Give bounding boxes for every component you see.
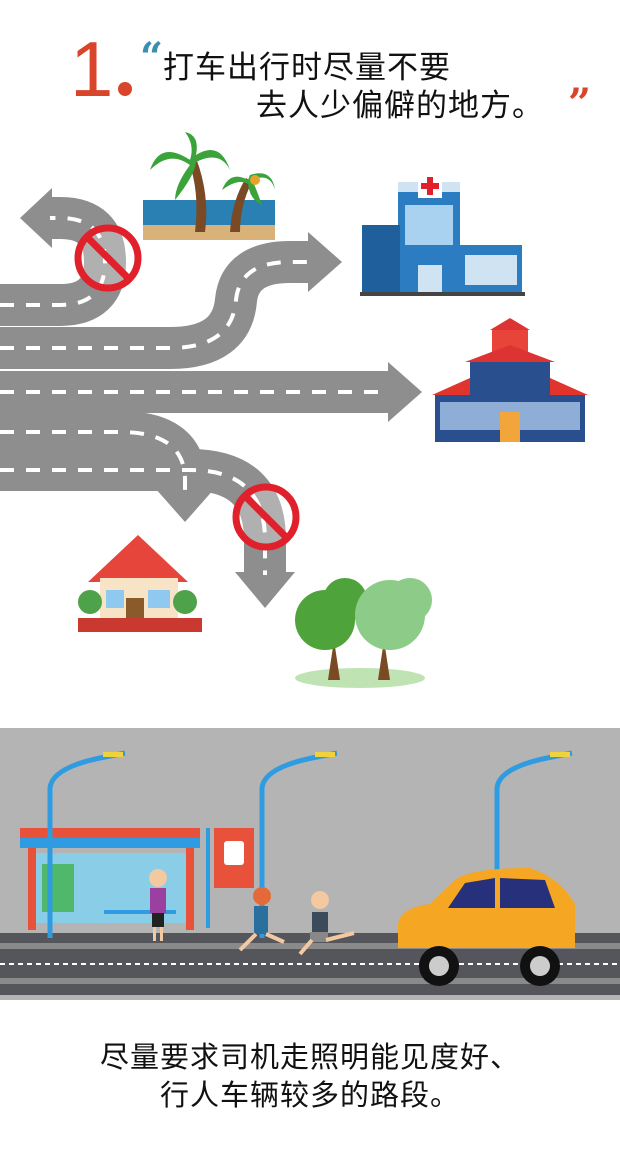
close-quote: ” bbox=[568, 80, 592, 127]
heading-line-2: 去人少偏僻的地方。 bbox=[256, 88, 544, 124]
street-lamps bbox=[47, 750, 573, 938]
caption-line-1: 尽量要求司机走照明能见度好、 bbox=[99, 1040, 520, 1074]
road-arrowheads bbox=[20, 188, 422, 608]
open-quote: “ bbox=[140, 34, 164, 81]
step-number-dot bbox=[118, 82, 132, 96]
runner-woman bbox=[238, 887, 285, 952]
no-entry-icon bbox=[232, 483, 300, 551]
trees-icon bbox=[295, 578, 432, 688]
step-number: 1 bbox=[70, 25, 114, 113]
street-illustration bbox=[0, 728, 620, 1000]
woman-pedestrian bbox=[149, 869, 167, 941]
lane-markings bbox=[0, 216, 390, 575]
school-icon bbox=[432, 318, 588, 442]
heading-line-1: 打车出行时尽量不要 bbox=[163, 50, 451, 86]
bus-icon bbox=[224, 841, 244, 865]
caption-line-2: 行人车辆较多的路段。 bbox=[159, 1078, 460, 1112]
house-icon bbox=[78, 535, 202, 632]
runner-man bbox=[298, 891, 355, 956]
no-entry-icon bbox=[74, 224, 142, 292]
taxi-car bbox=[398, 868, 575, 986]
roads bbox=[0, 197, 390, 575]
road-diagram bbox=[0, 132, 588, 688]
hospital-icon bbox=[360, 174, 525, 296]
beach-palm-icon bbox=[143, 132, 275, 240]
